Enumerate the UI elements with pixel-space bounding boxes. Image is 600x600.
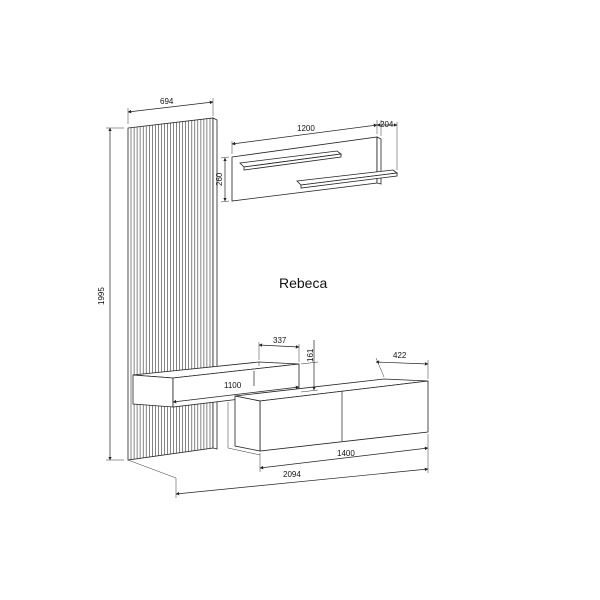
dim-label-shelf-width: 1200: [297, 124, 315, 133]
dim-total-width: 2094: [175, 452, 429, 496]
product-title: Rebeca: [279, 275, 327, 291]
dim-label-panel-height: 1995: [97, 287, 106, 305]
dim-label-drawer-depth: 337: [273, 336, 287, 345]
dim-label-shelf-depth: 204: [380, 120, 394, 129]
dim-drawer-height: 161: [300, 340, 319, 393]
dim-label-cabinet-width: 1400: [337, 449, 355, 458]
dim-label-total-width: 2094: [283, 470, 301, 479]
dim-drawer-width: 1100: [172, 381, 300, 404]
wall-shelf-unit: [231, 136, 399, 202]
slatted-wall-panel: [127, 117, 218, 498]
dim-label-drawer-width: 1100: [224, 381, 242, 390]
dim-label-drawer-height: 161: [306, 348, 315, 362]
dim-shelf-depth: 204: [376, 120, 398, 170]
dim-panel-width: 694: [127, 97, 214, 124]
dim-panel-height: 1995: [97, 127, 124, 461]
dim-drawer-depth: 337: [258, 336, 300, 362]
dim-shelf-height: 260: [215, 156, 230, 203]
dim-label-cabinet-depth: 422: [393, 351, 407, 360]
dim-label-panel-width: 694: [160, 97, 174, 106]
dim-label-shelf-height: 260: [215, 172, 224, 186]
dim-cabinet-depth: 422: [375, 351, 429, 379]
dim-shelf-width: 1200: [231, 120, 378, 154]
